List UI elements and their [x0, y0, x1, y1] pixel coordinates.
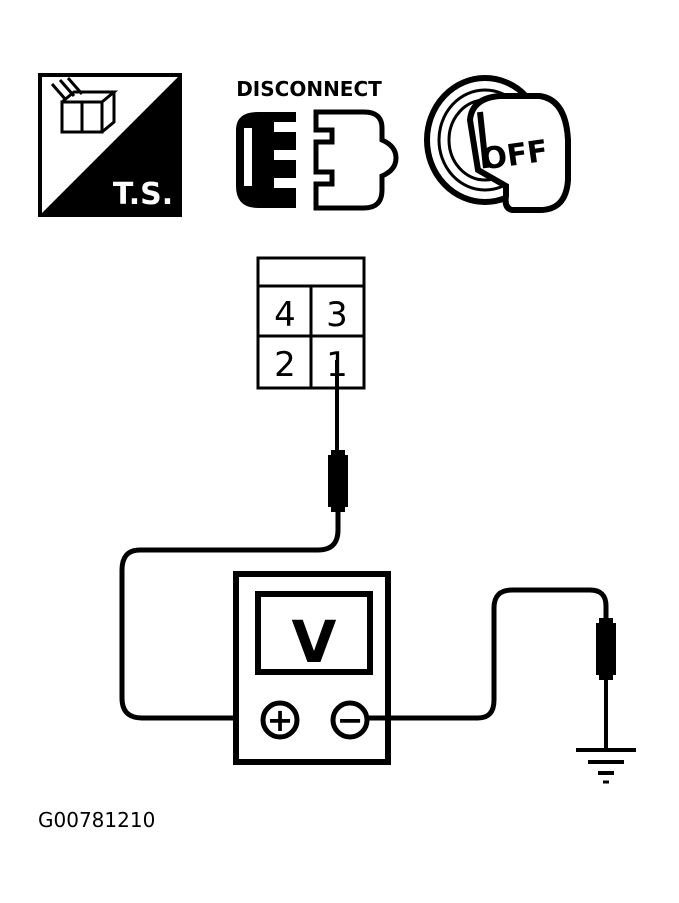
negative-terminal-symbol: − — [337, 701, 364, 739]
terminal-4: 4 — [274, 295, 296, 335]
voltmeter: V + − — [233, 571, 391, 765]
ts-icon: T.S. — [38, 73, 182, 217]
terminal-2: 2 — [274, 345, 296, 385]
harness-connector: 4 3 2 1 — [256, 256, 366, 390]
figure-id: G00781210 — [38, 808, 155, 832]
meter-display: V — [292, 608, 337, 676]
ignition-off-icon: OFF — [424, 75, 571, 213]
positive-terminal-symbol: + — [267, 701, 294, 739]
positive-terminal-icon — [260, 700, 300, 740]
plug-right-icon — [313, 109, 399, 211]
terminal-3: 3 — [326, 295, 348, 335]
negative-probe — [596, 618, 616, 748]
positive-probe — [328, 360, 348, 512]
negative-lead-wire — [368, 587, 609, 721]
disconnect-label: DISCONNECT — [236, 77, 382, 101]
disconnect-icon: DISCONNECT — [236, 77, 399, 211]
ts-label: T.S. — [113, 177, 173, 212]
positive-lead-wire — [119, 512, 341, 721]
ground-icon — [576, 748, 636, 784]
connector-mini-icon — [50, 77, 119, 134]
key-icon — [466, 93, 571, 213]
negative-terminal-icon — [330, 700, 370, 740]
